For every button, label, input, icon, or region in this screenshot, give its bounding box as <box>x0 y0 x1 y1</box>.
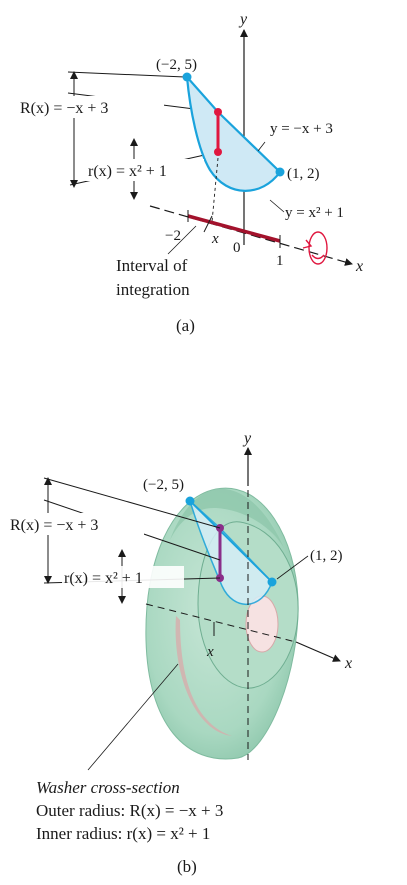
line-label-a: y = −x + 3 <box>270 121 333 137</box>
x-axis-a <box>149 205 353 266</box>
curve-label-leader <box>269 199 285 213</box>
tick-neg2-label: −2 <box>165 228 181 244</box>
outer-radius-label-b: R(x) = −x + 3 <box>10 517 98 534</box>
inner-radius-text: Inner radius: r(x) = x² + 1 <box>36 824 210 843</box>
point-top-label-b: (−2, 5) <box>143 477 184 493</box>
inner-radius-label-b: r(x) = x² + 1 <box>64 570 143 587</box>
tick-1-label: 1 <box>276 253 284 269</box>
point-right-marker-a <box>275 167 285 177</box>
interval-label-line2: integration <box>116 280 190 299</box>
curve-label-a: y = x² + 1 <box>285 205 344 221</box>
inner-radius-label-bg-b <box>62 566 184 588</box>
chord-bottom-point <box>214 148 222 156</box>
outer-radius-arrow-bottom-b <box>44 576 52 584</box>
outer-radius-text: Outer radius: R(x) = −x + 3 <box>36 801 223 820</box>
inner-radius-arrow-bottom <box>130 192 138 200</box>
point-top-label-a: (−2, 5) <box>156 57 197 73</box>
projection-top-b <box>43 477 221 529</box>
outer-radius-arrow-bottom <box>70 180 78 188</box>
solid-back-face <box>170 488 284 548</box>
line-label-leader <box>257 141 266 152</box>
shaded-region-b <box>188 498 273 605</box>
outer-radius-arrow-top <box>70 71 78 79</box>
x-axis-label-a: x <box>355 258 363 275</box>
y-axis-label-a: y <box>238 11 248 28</box>
point-top-marker-b <box>185 496 195 506</box>
region-b-top-edge <box>189 500 273 583</box>
washer-leader <box>87 663 179 771</box>
inner-radius-label-bg <box>84 159 204 181</box>
inner-radius-arrow-top <box>130 138 138 146</box>
outer-radius-label-bg-b <box>6 513 144 535</box>
panel-a: y x (−2, 5) (1, 2) y = −x + 3 y = x² + 1 <box>14 11 363 335</box>
caption-b: (b) <box>177 857 197 876</box>
chord-top-point <box>214 108 222 116</box>
x-axis-label-b: x <box>344 655 352 672</box>
point-right-leader <box>276 555 309 580</box>
washer-title: Washer cross-section <box>36 778 180 797</box>
inner-radius-arrow-bottom-b <box>118 596 126 604</box>
point-right-label-b: (1, 2) <box>310 548 343 564</box>
x-axis-b-hidden <box>145 603 297 643</box>
shaded-region-a <box>185 73 282 192</box>
tick-x-label-b: x <box>206 644 214 660</box>
x-axis-b <box>295 641 341 662</box>
point-right-marker-b <box>267 577 277 587</box>
tick-0-label: 0 <box>233 240 241 256</box>
interval-label-line1: Interval of <box>116 256 188 275</box>
interval-segment <box>187 214 281 243</box>
chord-guide <box>211 157 219 223</box>
outer-radius-label-bg <box>14 96 164 118</box>
rotation-arrow-icon <box>302 231 328 265</box>
panel-b: y (−2, 5) (1, 2) x x <box>6 430 352 876</box>
caption-a: (a) <box>176 316 195 335</box>
outer-radius-label-a: R(x) = −x + 3 <box>20 100 108 117</box>
point-right-label-a: (1, 2) <box>287 166 320 182</box>
outer-radius-arrow-top-b <box>44 477 52 485</box>
interval-leader <box>167 225 197 255</box>
tick-x-mark <box>203 215 213 233</box>
y-axis-label-b: y <box>242 430 252 447</box>
projection-top <box>67 71 186 78</box>
inner-radius-label-a: r(x) = x² + 1 <box>88 163 167 180</box>
point-top-marker-a <box>182 72 192 82</box>
tick-x-label: x <box>211 231 219 247</box>
inner-radius-arrow-top-b <box>118 549 126 557</box>
